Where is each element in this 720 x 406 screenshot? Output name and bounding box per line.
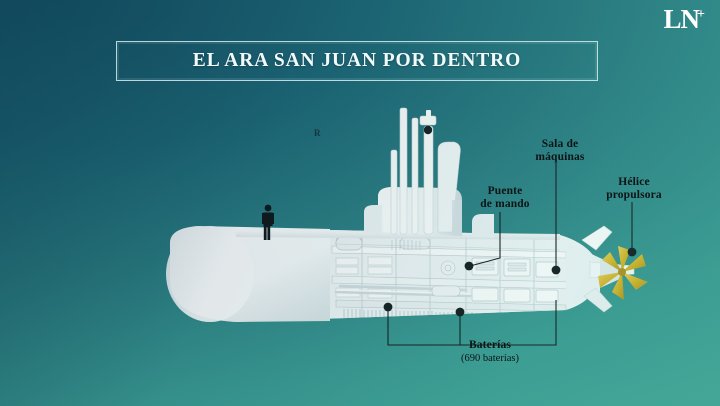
title-banner: EL ARA SAN JUAN POR DENTRO — [116, 41, 598, 81]
callout-line-2: de mando — [480, 197, 530, 210]
callout-line-1: Baterías — [468, 339, 512, 351]
callout-label-helice-propulsora: Hélice propulsora — [596, 176, 672, 202]
callout-line-1: Puente — [487, 185, 523, 197]
propeller — [598, 246, 648, 300]
callout-leader-lines — [387, 163, 633, 346]
callout-sublabel: (690 baterías) — [460, 352, 520, 364]
logo-plus-icon: + — [697, 7, 705, 22]
deck-casing — [236, 230, 560, 240]
callout-endpoint-dots — [383, 247, 637, 317]
callout-label-sala-de-maquinas: Sala de máquinas — [521, 138, 599, 164]
logo-text: LN — [663, 4, 701, 34]
stern-assembly — [566, 225, 648, 313]
callout-label-baterias: Baterías (690 baterías) — [420, 339, 560, 365]
callout-line-1: Sala de — [541, 138, 579, 150]
callout-line-1: Hélice — [618, 176, 650, 188]
conning-tower — [364, 107, 494, 238]
mast-sensor — [419, 110, 437, 135]
human-scale-figure — [262, 204, 274, 240]
ln-plus-logo: LN+ — [664, 6, 705, 33]
stray-mark-r: R — [314, 128, 321, 138]
hull-interior-cutaway — [330, 227, 600, 322]
callout-label-puente-de-mando: Puente de mando — [468, 185, 542, 211]
callout-line-2: propulsora — [606, 188, 662, 201]
page-title: EL ARA SAN JUAN POR DENTRO — [192, 50, 522, 71]
callout-line-2: máquinas — [535, 150, 585, 163]
